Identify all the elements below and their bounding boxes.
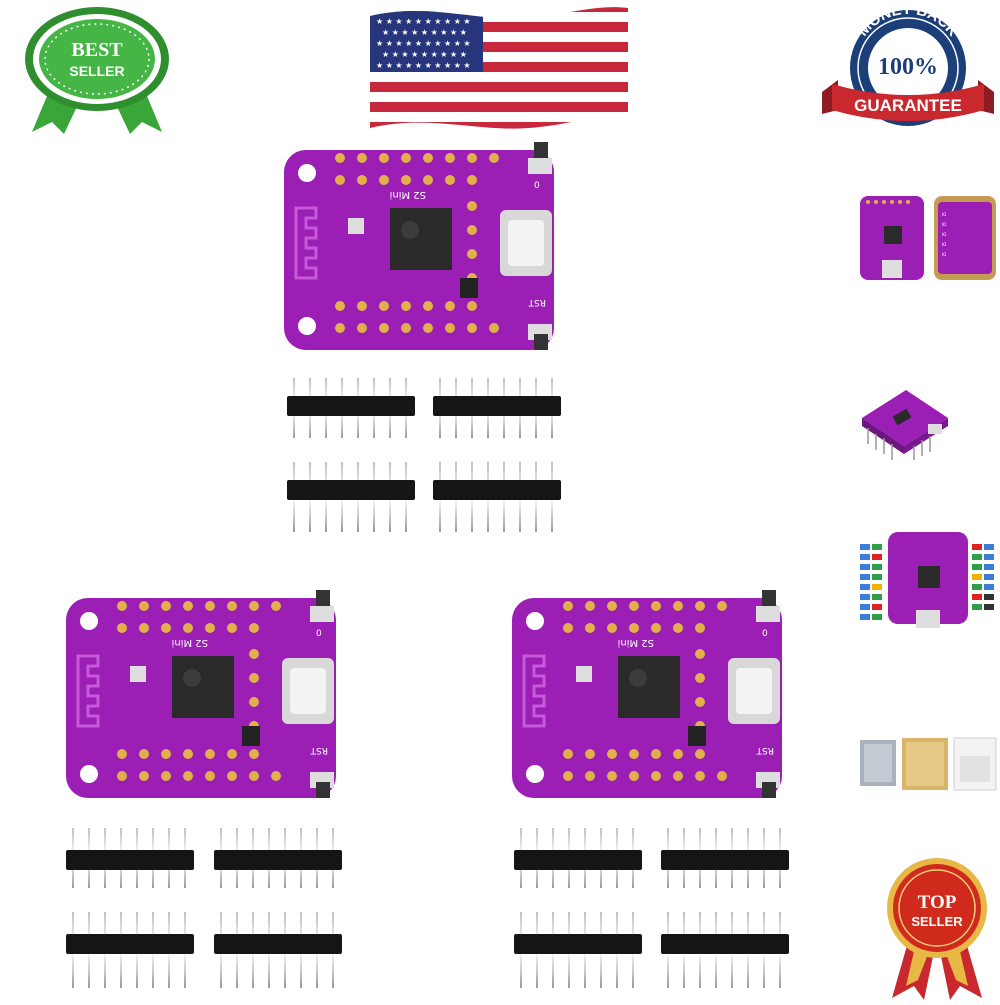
pin-header-strip [214,828,342,888]
pin-header-strip [214,912,342,988]
pin-header-strip [66,912,194,988]
board-zero-label: 0 [762,629,768,639]
pin-header-strip [287,462,415,532]
thumbnail-pinout-diagram[interactable] [856,528,998,632]
svg-text:★ ★ ★ ★ ★ ★ ★ ★ ★: ★ ★ ★ ★ ★ ★ ★ ★ ★ [382,50,467,59]
pin-header-strip [514,912,642,988]
product-set-bottom-right: S2 Mini RST 0 [510,586,802,808]
svg-text:★ ★ ★ ★ ★ ★ ★ ★ ★ ★: ★ ★ ★ ★ ★ ★ ★ ★ ★ ★ [376,17,471,26]
best-seller-line1: BEST [71,39,123,61]
svg-text:IO: IO [942,232,946,237]
money-back-guarantee-badge: MONEY BACK 100% GUARANTEE [818,1,996,134]
board-silk-label: S2 Mini [390,189,426,200]
pin-header-strip [433,378,561,438]
svg-text:★ ★ ★ ★ ★ ★ ★ ★ ★: ★ ★ ★ ★ ★ ★ ★ ★ ★ [382,28,467,37]
top-seller-badge: TOP SELLER [878,856,996,1000]
board-silk-label: S2 Mini [172,637,208,648]
pin-header-strip [287,378,415,438]
top-seller-line2: SELLER [911,914,963,929]
money-back-ribbon-text: GUARANTEE [854,96,962,115]
svg-text:★ ★ ★ ★ ★ ★ ★ ★ ★ ★: ★ ★ ★ ★ ★ ★ ★ ★ ★ ★ [376,61,471,70]
svg-text:IO: IO [942,252,946,257]
pin-header-strip [514,828,642,888]
board-zero-label: 0 [534,181,540,191]
top-seller-line1: TOP [918,892,957,913]
best-seller-line2: SELLER [69,63,124,79]
thumbnail-angled-view[interactable] [858,384,950,464]
pin-header-strip [661,828,789,888]
board-rst-label: RST [528,297,546,307]
best-seller-badge: BEST SELLER [22,4,172,139]
s2-mini-board-image: S2 Mini RST 0 [512,590,782,798]
svg-text:★ ★ ★ ★ ★ ★ ★ ★ ★ ★: ★ ★ ★ ★ ★ ★ ★ ★ ★ ★ [376,39,471,48]
pin-header-strip [433,462,561,532]
product-set-bottom-left: S2 Mini RST 0 [64,586,356,808]
thumbnail-front-back[interactable]: IO IO IO IO IO [858,192,998,284]
product-set-top: S2 Mini RST 0 [282,138,574,360]
board-rst-label: RST [310,745,328,755]
s2-mini-board-image: S2 Mini RST 0 [284,142,554,350]
board-rst-label: RST [756,745,774,755]
svg-text:IO: IO [942,212,946,217]
us-flag-icon: ★ ★ ★ ★ ★ ★ ★ ★ ★ ★ ★ ★ ★ ★ ★ ★ ★ ★ ★ ★ … [368,2,630,132]
pin-header-strip [66,828,194,888]
s2-mini-board-image: S2 Mini RST 0 [66,590,336,798]
pin-header-strip [661,912,789,988]
board-silk-label: S2 Mini [618,637,654,648]
board-zero-label: 0 [316,629,322,639]
svg-text:IO: IO [942,242,946,247]
thumbnail-packaging[interactable] [856,734,998,794]
svg-text:IO: IO [942,222,946,227]
money-back-percent: 100% [878,54,938,80]
